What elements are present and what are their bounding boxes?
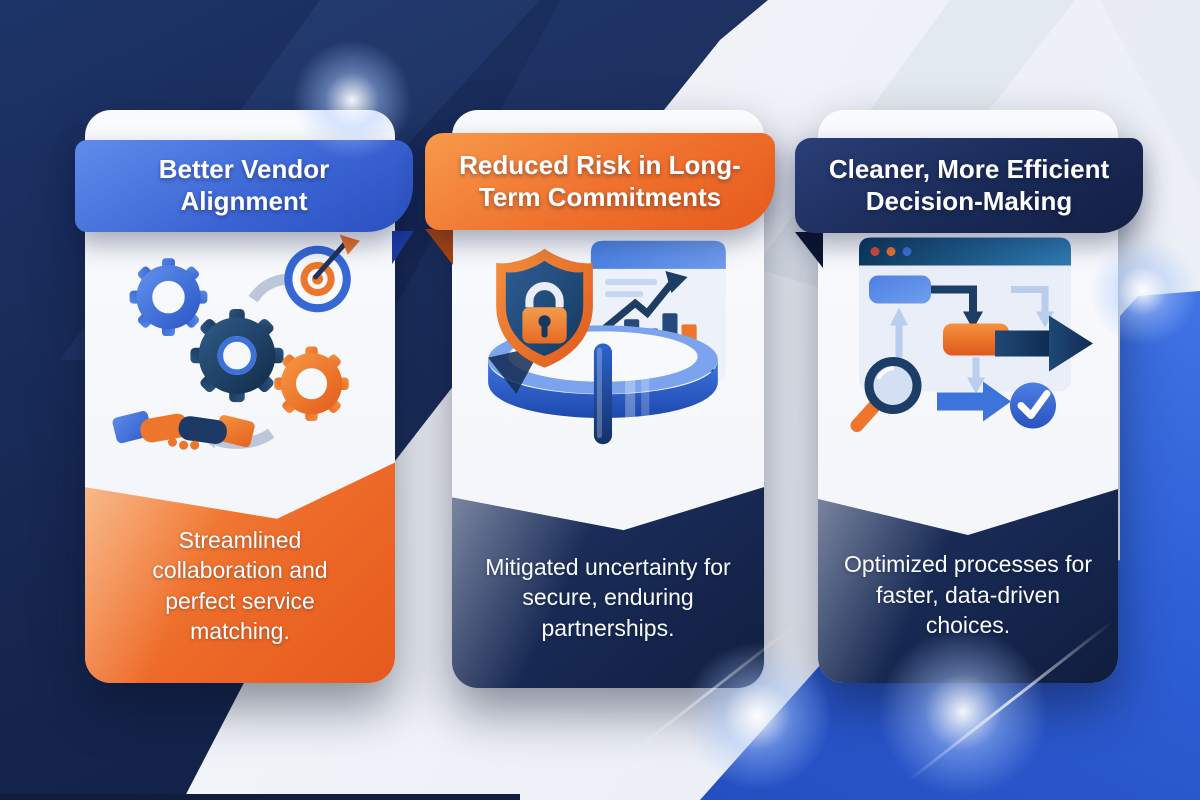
browser-dot-orange <box>886 247 896 256</box>
ribbon-reduced-risk: Reduced Risk in Long-Term Commitments <box>425 133 775 230</box>
card-description: Streamlined collaboration and perfect se… <box>152 526 328 644</box>
flowchart-icon <box>869 275 1054 394</box>
decision-illustration <box>850 237 1093 432</box>
navy-gear-icon <box>190 309 284 403</box>
card-illustration <box>452 228 764 463</box>
ribbon-fold <box>392 231 414 264</box>
ribbon-better-vendor-alignment: Better Vendor Alignment <box>75 140 413 232</box>
card-description-panel: Mitigated uncertainty for secure, enduri… <box>452 487 764 688</box>
card-title: Better Vendor Alignment <box>158 154 330 216</box>
card-illustration <box>818 228 1118 463</box>
shield-lock-icon <box>496 248 593 368</box>
handshake-icon <box>112 411 255 450</box>
card-illustration <box>85 232 395 467</box>
alignment-illustration <box>112 234 360 450</box>
browser-dot-blue <box>902 247 912 256</box>
bottom-edge-strip <box>0 794 520 800</box>
forward-arrow-icon <box>995 315 1093 372</box>
browser-dot-red <box>870 247 880 256</box>
target-dart-icon <box>284 234 360 313</box>
process-arrow-icon <box>937 381 1011 422</box>
card-description: Mitigated uncertainty for secure, enduri… <box>485 553 731 641</box>
orange-gear-icon <box>274 346 349 421</box>
card-description-panel: Streamlined collaboration and perfect se… <box>85 462 395 683</box>
card-description: Optimized processes for faster, data-dri… <box>844 551 1092 639</box>
magnifier-icon <box>850 357 922 432</box>
card-title: Reduced Risk in Long-Term Commitments <box>459 149 741 212</box>
card-description-panel: Optimized processes for faster, data-dri… <box>818 489 1118 683</box>
blue-gear-icon <box>129 258 208 337</box>
band-capsule <box>593 343 613 445</box>
ribbon-efficient-decisions: Cleaner, More Efficient Decision-Making <box>795 138 1143 233</box>
check-badge-icon <box>1010 382 1056 429</box>
card-title: Cleaner, More Efficient Decision-Making <box>828 153 1110 216</box>
risk-illustration <box>488 240 726 445</box>
